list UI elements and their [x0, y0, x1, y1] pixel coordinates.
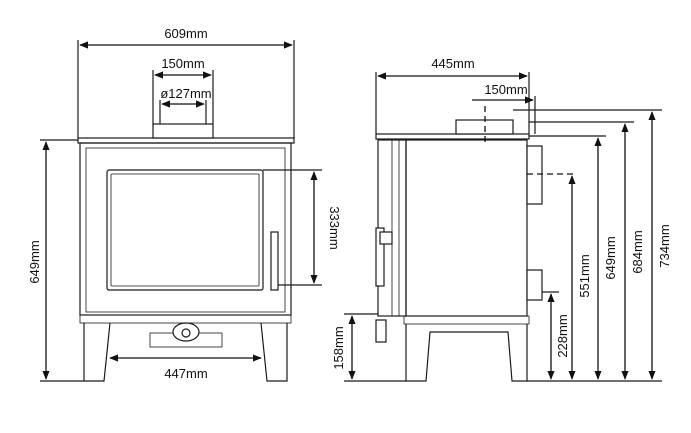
side-top-plate [375, 133, 530, 140]
front-flue-outer-label: 150mm [161, 56, 204, 71]
side-depth-label: 445mm [431, 56, 474, 71]
side-734-label: 734mm [657, 224, 672, 267]
front-height-label: 649mm [27, 240, 42, 283]
front-door-handle [270, 231, 279, 291]
side-body [405, 139, 528, 317]
front-ash-lip [79, 314, 292, 324]
front-right-leg [260, 322, 288, 382]
front-door-frame [85, 147, 286, 313]
side-air-control [375, 319, 387, 343]
front-glass-height-label: 333mm [327, 206, 342, 249]
front-width-label: 609mm [164, 26, 207, 41]
front-flue-collar [152, 123, 214, 139]
side-flue-label: 150mm [484, 82, 527, 97]
front-left-leg [83, 322, 111, 382]
side-base-band [403, 315, 530, 325]
side-rear-flue-box [526, 145, 543, 205]
front-glass-panel [106, 169, 264, 291]
side-551-label: 551mm [577, 254, 592, 297]
side-view: 445mm 150mm 158mm 228mm 551mm 649mm 684m… [331, 56, 672, 382]
side-649-label: 649mm [603, 236, 618, 279]
side-228-label: 228mm [555, 314, 570, 357]
front-flue-inner-label: ø127mm [160, 86, 211, 101]
front-air-knob [172, 322, 200, 342]
front-top-plate [77, 137, 295, 144]
side-door-handle [375, 227, 385, 287]
side-handle-hinge [379, 231, 393, 245]
front-glass-inner [110, 173, 260, 287]
side-158-label: 158mm [331, 326, 346, 369]
front-base-width-label: 447mm [164, 366, 207, 381]
front-air-knob-center [181, 328, 191, 338]
side-rear-air-box [526, 269, 543, 301]
front-view: 609mm 150mm ø127mm 649mm 333mm 447mm [27, 26, 342, 382]
side-684-label: 684mm [630, 230, 645, 273]
side-legs [405, 324, 528, 382]
